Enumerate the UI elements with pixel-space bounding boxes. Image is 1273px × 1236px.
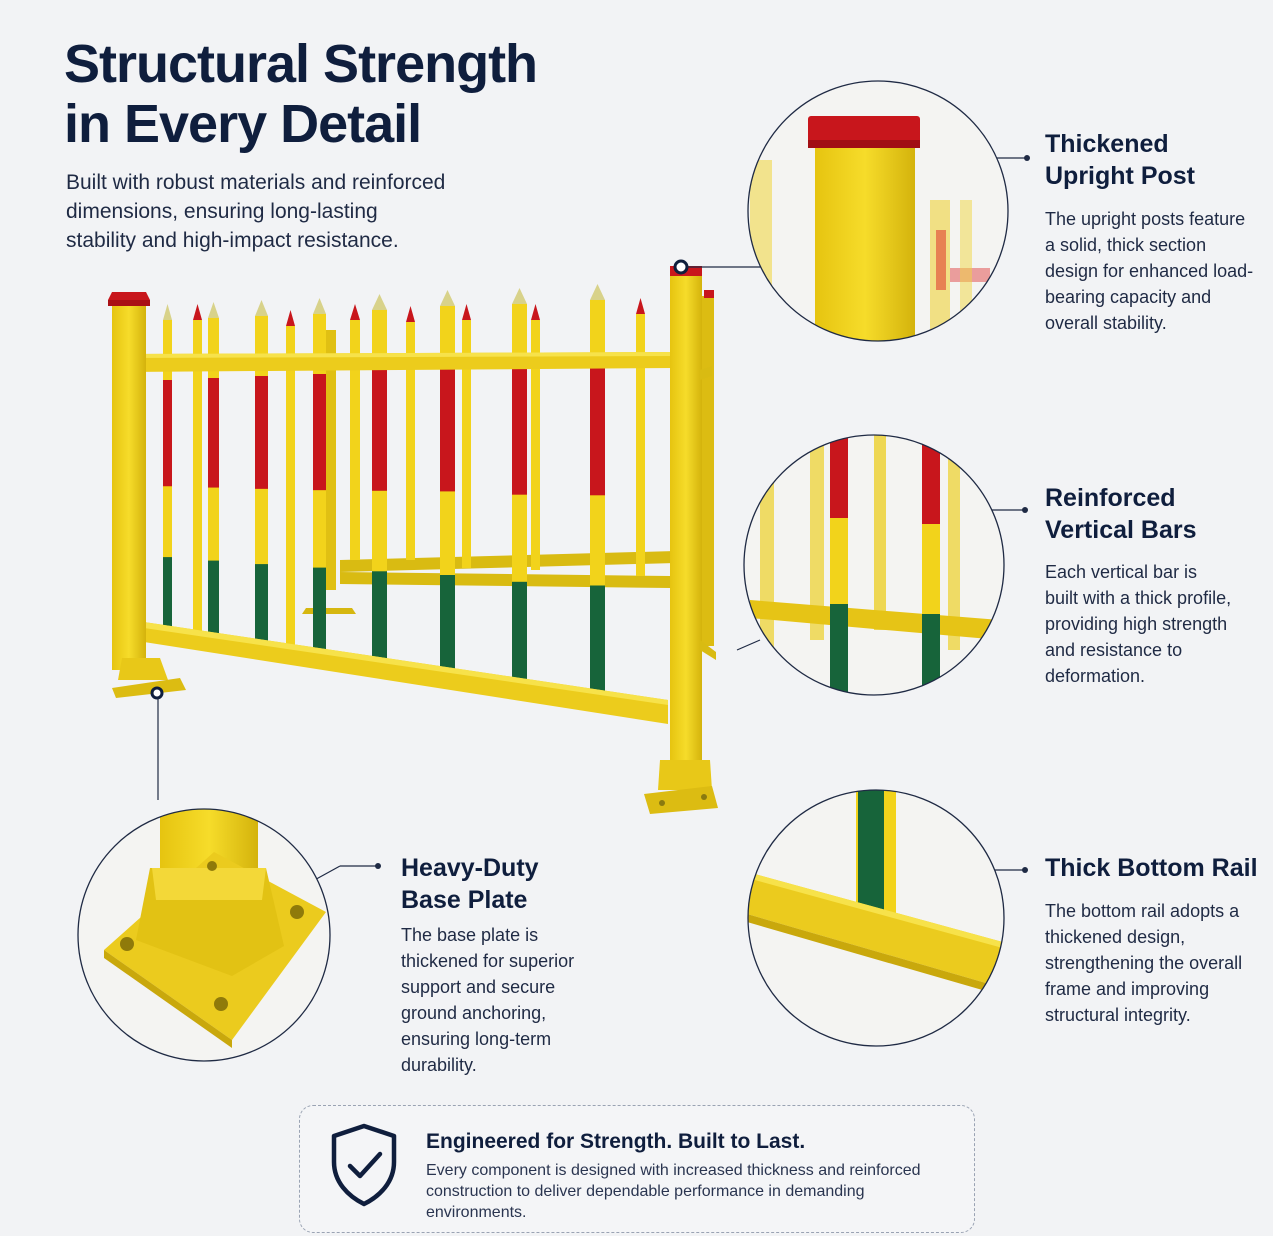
fence-bar-3 — [208, 560, 219, 636]
callout-bottom-rail-title: Thick Bottom Rail — [1045, 852, 1258, 884]
fence-bar-3 — [208, 318, 219, 636]
fence-bar-10 — [440, 575, 455, 672]
callout-upright-post-body: The upright posts feature a solid, thick… — [1045, 209, 1254, 333]
callout-title-line: Reinforced — [1045, 484, 1176, 512]
fence-bar-13 — [531, 304, 540, 320]
fence-bar-1 — [163, 380, 172, 487]
fence-bar-9 — [406, 306, 415, 322]
fence-bar-5 — [286, 326, 295, 648]
callout-vertical-bars-body: Each vertical bar is built with a thick … — [1045, 562, 1232, 686]
callout-title-line: Base Plate — [401, 886, 528, 914]
fence-bar-14 — [590, 360, 605, 496]
fence-bar-6 — [313, 314, 326, 652]
callout-title-line: Heavy-Duty — [401, 854, 539, 882]
fence-bar-8 — [372, 370, 387, 491]
callout-title-line: Upright Post — [1045, 162, 1195, 190]
fence-bar-10 — [440, 306, 455, 672]
fence-bar-6 — [313, 298, 326, 314]
fence-bar-14 — [590, 284, 605, 300]
callout-vertical-bars-title: Reinforced Vertical Bars — [1045, 482, 1197, 546]
fence-bar-4 — [255, 300, 268, 316]
fence-bar-7 — [350, 320, 360, 560]
shield-check-icon — [331, 1123, 397, 1207]
fence-bar-6 — [313, 567, 326, 652]
fence-bar-10 — [440, 290, 455, 306]
callout-base-plate-title: Heavy-Duty Base Plate — [401, 852, 539, 916]
fence-bar-12 — [512, 288, 527, 304]
zoom-base-plate — [78, 809, 330, 1061]
fence-main — [108, 259, 718, 814]
fence-bar-15 — [636, 314, 645, 576]
callout-title-line: Thick Bottom Rail — [1045, 854, 1258, 882]
page-title-line-1: Structural Strength — [64, 34, 538, 94]
page-title: Structural Strength in Every Detail — [64, 34, 624, 154]
fence-bar-14 — [590, 585, 605, 696]
fence-bar-4 — [255, 316, 268, 644]
callout-upright-post-title: Thickened Upright Post — [1045, 128, 1195, 192]
fence-bar-13 — [531, 320, 540, 570]
fence-bar-2 — [193, 320, 202, 632]
fence-bar-12 — [512, 304, 527, 686]
fence-bar-12 — [512, 364, 527, 495]
fence-bar-3 — [208, 302, 219, 318]
page-title-line-2: in Every Detail — [64, 94, 422, 154]
fence-bar-9 — [406, 322, 415, 560]
fence-bar-5 — [286, 310, 295, 326]
fence-bar-1 — [163, 557, 172, 628]
fence-bar-6 — [313, 374, 326, 491]
fence-bar-12 — [512, 581, 527, 686]
intro-text: Built with robust materials and reinforc… — [66, 171, 446, 252]
fence-bar-2 — [193, 304, 202, 320]
fence-bar-4 — [255, 376, 268, 489]
zoom-vertical-bars — [744, 435, 1004, 695]
fence-bar-3 — [208, 378, 219, 488]
callout-bottom-rail-body: The bottom rail adopts a thickened desig… — [1045, 901, 1243, 1025]
zoom-upright-post — [748, 81, 1008, 341]
fence-bar-7 — [350, 304, 360, 320]
fence-bar-8 — [372, 571, 387, 662]
fence-bar-8 — [372, 310, 387, 662]
summary-banner: Engineered for Strength. Built to Last. … — [299, 1105, 975, 1233]
callout-title-line: Vertical Bars — [1045, 516, 1197, 544]
banner-title: Engineered for Strength. Built to Last. — [426, 1130, 806, 1153]
fence-bar-4 — [255, 564, 268, 644]
fence-bar-8 — [372, 294, 387, 310]
fence-bar-1 — [163, 320, 172, 628]
fence-bar-1 — [163, 304, 172, 320]
fence-bar-10 — [440, 366, 455, 492]
fence-bar-11 — [462, 320, 471, 568]
banner-body: Every component is designed with increas… — [426, 1162, 921, 1221]
fence-bar-15 — [636, 298, 645, 314]
fence-bar-14 — [590, 300, 605, 696]
callout-base-plate-body: The base plate is thickened for superior… — [401, 925, 575, 1075]
fence-bar-11 — [462, 304, 471, 320]
callout-title-line: Thickened — [1045, 130, 1169, 158]
zoom-bottom-rail — [748, 790, 1004, 1046]
